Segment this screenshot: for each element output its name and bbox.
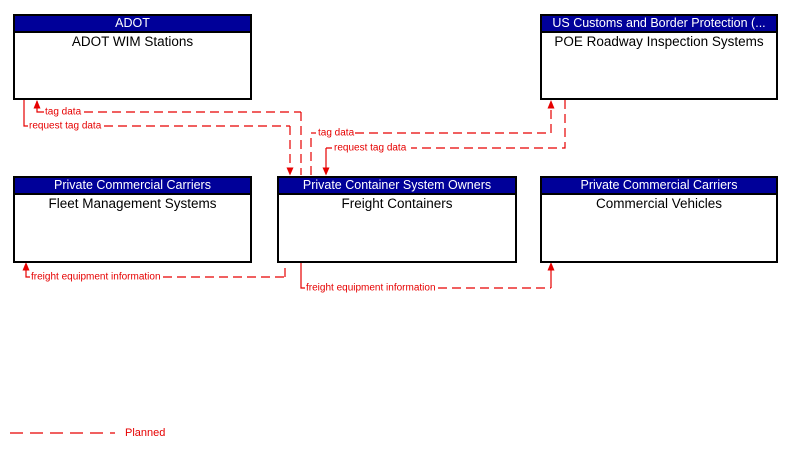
flow-stub xyxy=(300,263,552,289)
flow-line-freight-equipment-info-to-commercial-vehicles[interactable] xyxy=(300,262,555,289)
entity-name: Commercial Vehicles xyxy=(595,196,723,211)
entity-poe-roadway-inspection-systems[interactable]: US Customs and Border Protection (... PO… xyxy=(540,14,778,100)
flow-line-request-tag-data-to-freight-containers-from-adot[interactable] xyxy=(23,100,294,176)
entity-header: ADOT xyxy=(15,16,250,33)
entity-header: Private Container System Owners xyxy=(279,178,515,195)
arrowhead-up xyxy=(33,100,41,109)
entity-name: Freight Containers xyxy=(341,196,453,211)
entity-header: Private Commercial Carriers xyxy=(15,178,250,195)
flow-dashed-run xyxy=(104,125,291,168)
arrowhead-up xyxy=(547,100,555,109)
entity-name: ADOT WIM Stations xyxy=(71,34,194,49)
entity-header: US Customs and Border Protection (... xyxy=(542,16,776,33)
flow-stub xyxy=(325,147,332,168)
legend-label-planned: Planned xyxy=(125,427,166,439)
flow-label-freight-equipment-info-fleet[interactable]: freight equipment information xyxy=(31,271,161,283)
flow-dashed-run xyxy=(84,111,302,175)
flow-dashed-run xyxy=(411,100,566,149)
arrowhead-up xyxy=(547,262,555,271)
arrowhead-up xyxy=(22,262,30,271)
flow-label-tag-data-poe[interactable]: tag data xyxy=(318,127,355,139)
entity-header: Private Commercial Carriers xyxy=(542,178,776,195)
flow-stub xyxy=(23,100,28,127)
flow-line-freight-equipment-info-to-fleet-management[interactable] xyxy=(22,262,286,278)
entity-name: Fleet Management Systems xyxy=(48,196,217,211)
arrowhead-down xyxy=(322,167,330,176)
flow-label-request-tag-data-adot[interactable]: request tag data xyxy=(29,120,102,132)
entity-fleet-management-systems[interactable]: Private Commercial Carriers Fleet Manage… xyxy=(13,176,252,263)
flow-line-tag-data-to-poe-roadway[interactable] xyxy=(310,100,555,175)
flow-line-request-tag-data-to-freight-containers-from-poe[interactable] xyxy=(322,100,566,176)
arrowhead-down xyxy=(286,167,294,176)
flow-dashed-run xyxy=(163,264,286,278)
flow-line-tag-data-to-adot-wim[interactable] xyxy=(33,100,302,175)
entity-name: POE Roadway Inspection Systems xyxy=(554,34,764,49)
entity-freight-containers[interactable]: Private Container System Owners Freight … xyxy=(277,176,517,263)
flow-dashed-run xyxy=(310,108,552,175)
entity-commercial-vehicles[interactable]: Private Commercial Carriers Commercial V… xyxy=(540,176,778,263)
entity-adot-wim-stations[interactable]: ADOT ADOT WIM Stations xyxy=(13,14,252,100)
flow-label-tag-data-adot[interactable]: tag data xyxy=(45,106,82,118)
flow-label-request-tag-data-poe[interactable]: request tag data xyxy=(334,142,407,154)
flow-label-freight-equipment-info-vehicles[interactable]: freight equipment information xyxy=(306,282,436,294)
flow-stub xyxy=(25,270,30,278)
